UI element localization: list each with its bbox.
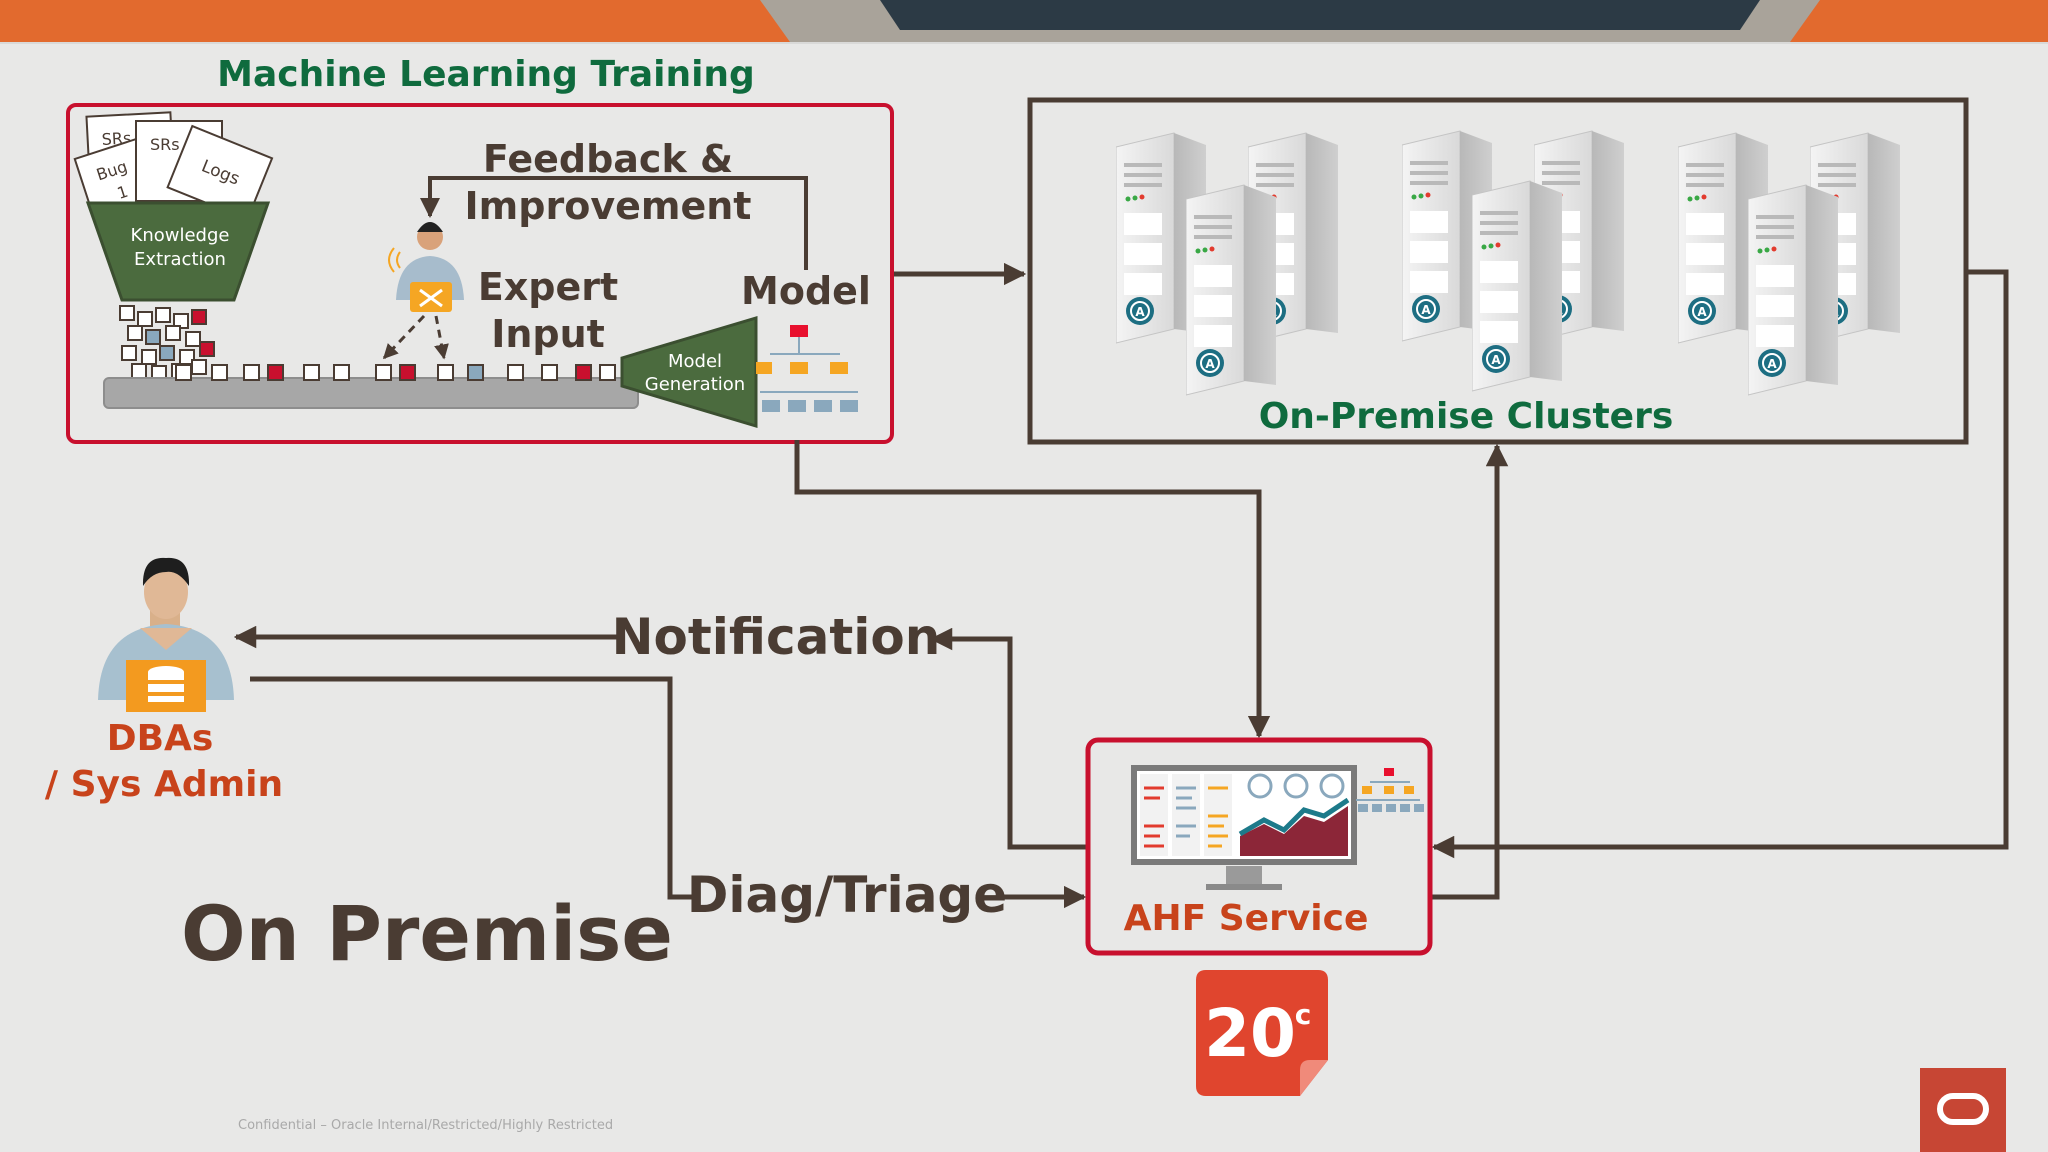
conveyor-belt (103, 364, 639, 409)
source-documents: SRs Bug 1 SRs Logs (73, 111, 274, 221)
funnel-label: Extraction (134, 249, 226, 270)
model-generation-label: Generation (645, 374, 745, 395)
on-premise-title: On Premise (181, 889, 673, 978)
clusters-to-ahf-arrow (1431, 269, 2009, 859)
dba-label: DBAs (107, 718, 214, 759)
diag-triage-label: Diag/Triage (687, 866, 1007, 924)
ahf-model-tree-icon (1356, 768, 1424, 812)
expert-input-arrows (382, 314, 449, 360)
ahf-service-frame (1085, 737, 1433, 956)
ml-training-frame (66, 103, 894, 444)
ahf-to-clusters-arrow (1430, 443, 1509, 900)
ml-training-title: Machine Learning Training (217, 54, 755, 95)
dba-to-diag-line (250, 676, 692, 900)
server-icon (1748, 184, 1838, 396)
ahf-service-label: AHF Service (1124, 898, 1369, 939)
feedback-label: Improvement (465, 184, 752, 228)
model-generation-funnel: Model Generation (620, 315, 758, 429)
server-icon (1186, 184, 1276, 396)
doc-label: SRs (150, 135, 180, 154)
oracle-logo (1920, 1068, 2006, 1152)
expert-person-icon (388, 222, 464, 312)
top-banner (0, 0, 2048, 44)
model-label: Model (741, 269, 871, 313)
model-to-ahf-arrow (794, 440, 1271, 739)
funnel-label: Knowledge (131, 225, 230, 246)
server-group (1116, 132, 1338, 396)
feedback-label: Feedback & (483, 137, 733, 181)
version-20c-badge: 20 c (1196, 970, 1328, 1096)
ahf-monitor-icon (1131, 765, 1357, 890)
confidential-footer: Confidential – Oracle Internal/Restricte… (238, 1118, 613, 1133)
server-group (1402, 130, 1624, 392)
clusters-title: On-Premise Clusters (1259, 396, 1674, 437)
version-suffix: c (1295, 998, 1312, 1031)
model-generation-label: Model (668, 351, 722, 372)
expert-input-label: Expert (478, 265, 618, 309)
dba-person-icon (98, 557, 234, 712)
flow-arrows (233, 262, 2009, 909)
model-tree-icon (756, 325, 858, 412)
notification-arrow-right (929, 627, 1087, 850)
expert-input-label: Input (491, 312, 605, 356)
server-group (1678, 132, 1900, 396)
server-icon (1472, 180, 1562, 392)
feedback-loop-arrow (420, 176, 808, 270)
dba-label: / Sys Admin (45, 764, 283, 805)
notification-label: Notification (612, 608, 941, 666)
knowledge-extraction-funnel: Knowledge Extraction (85, 201, 271, 302)
version-number: 20 (1204, 995, 1296, 1072)
